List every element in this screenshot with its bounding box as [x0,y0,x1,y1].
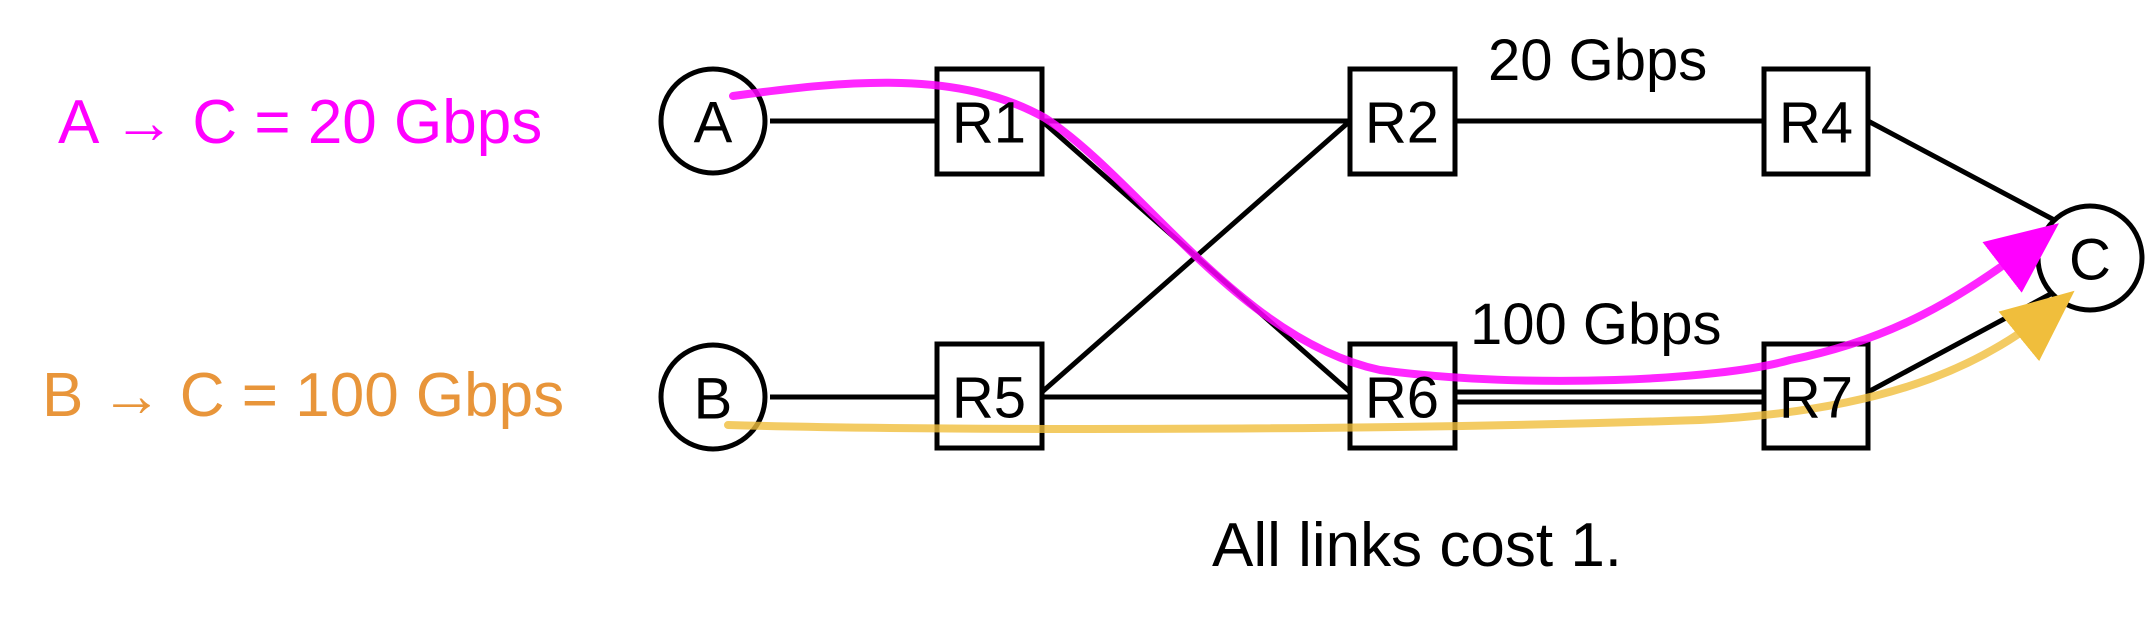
node-labels: A B C R1 R2 R4 R5 R6 R7 [694,91,2111,432]
router-r2 [1347,66,1458,177]
router-r7-label: R7 [1779,366,1853,431]
host-c-label: C [2069,228,2111,293]
router-r5-label: R5 [952,366,1026,431]
flow-b-to-c-label: B → C = 100 Gbps [42,361,565,430]
link-r6-r7-capacity: 100 Gbps [1470,292,1722,357]
router-r4 [1761,66,1871,177]
link-r4-c [1866,118,2060,225]
path-b-to-c [724,290,2075,433]
path-a-to-c [729,78,2059,385]
link-r2-r4-capacity: 20 Gbps [1488,28,1708,93]
host-b-label: B [694,367,733,432]
router-r4-label: R4 [1779,91,1853,156]
link-r7-c [1866,287,2060,395]
flow-a-to-c-label: A → C = 20 Gbps [58,88,543,157]
host-a-label: A [694,91,733,156]
router-r1-label: R1 [952,91,1026,156]
router-r2-label: R2 [1365,91,1439,156]
link-cost-note: All links cost 1. [1212,511,1623,580]
router-r6-label: R6 [1365,366,1439,431]
